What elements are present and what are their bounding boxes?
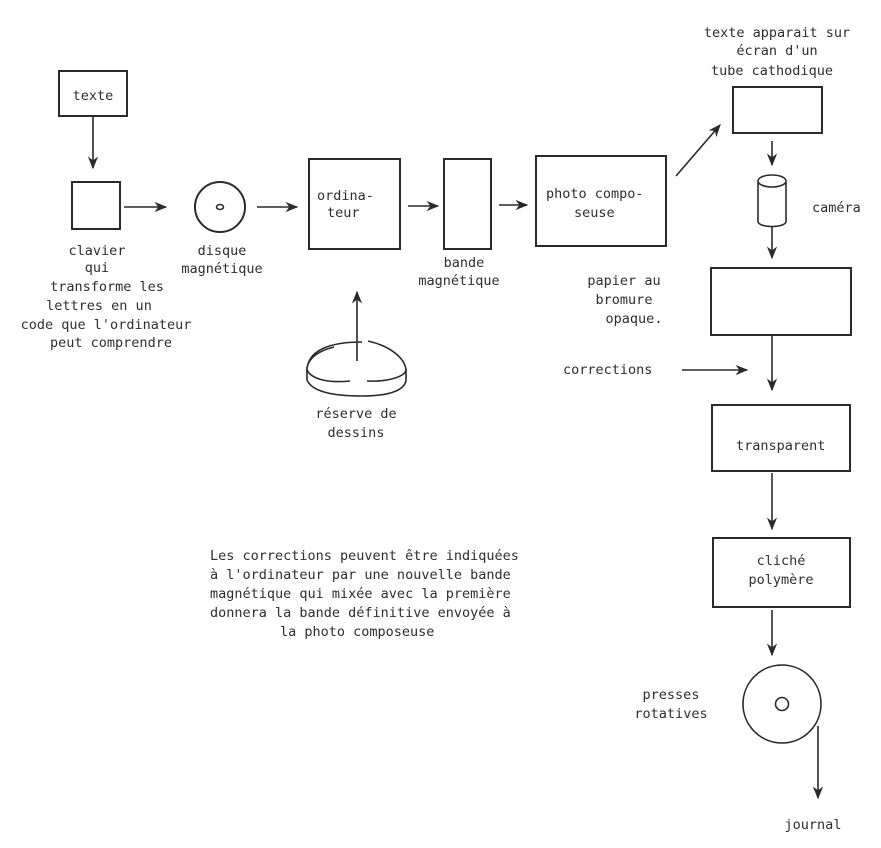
- camera-body: [757, 182, 787, 228]
- papier-caption-0: papier au: [587, 273, 660, 289]
- presses-caption-0: presses: [643, 687, 700, 703]
- node-ordinateur: ordina- teur: [308, 158, 401, 250]
- node-reserve: réserve de dessins: [306, 340, 407, 441]
- cliche-label-1: polymère: [748, 572, 813, 588]
- node-cliche: cliché polymère: [712, 537, 851, 608]
- reserve-disk-top: [306, 340, 407, 383]
- ordinateur-box: [308, 158, 401, 250]
- node-papier: papier au bromure opaque.: [587, 267, 852, 336]
- ecran-box: [732, 86, 823, 134]
- texte-box: [58, 70, 128, 117]
- clavier-caption-0: clavier: [69, 243, 126, 259]
- node-presses: presses rotatives: [634, 664, 822, 744]
- ecran-caption-1: écran d'un: [736, 43, 817, 59]
- presses-axle: [774, 696, 790, 712]
- presses-roller-icon: [742, 664, 822, 744]
- reserve-caption-0: réserve de: [315, 406, 396, 422]
- disque-caption-0: disque: [198, 243, 247, 259]
- camera-lens: [757, 174, 787, 188]
- clavier-caption-2: transforme les: [50, 279, 164, 295]
- ordinateur-label-1: teur: [327, 205, 360, 221]
- bande-caption-1: magnétique: [418, 273, 499, 289]
- bande-box: [443, 158, 492, 250]
- note-line-3: donnera la bande définitive envoyée à: [210, 605, 511, 621]
- node-transparent: transparent: [711, 404, 851, 472]
- note-line-0: Les corrections peuvent être indiquées: [210, 548, 519, 564]
- papier-caption-2: opaque.: [606, 311, 663, 327]
- clavier-caption-4: code que l'ordinateur: [21, 317, 192, 333]
- papier-box: [710, 267, 852, 336]
- clavier-caption-3: lettres en un: [46, 298, 152, 314]
- reserve-caption-1: dessins: [328, 425, 385, 441]
- clavier-caption-1: qui: [85, 260, 109, 276]
- clavier-box: [71, 181, 121, 230]
- node-ecran: texte apparait sur écran d'un tube catho…: [704, 25, 850, 134]
- note-line-1: à l'ordinateur par une nouvelle bande: [210, 567, 511, 583]
- note-line-4: la photo composeuse: [280, 624, 434, 640]
- node-texte: texte: [58, 70, 128, 117]
- ecran-caption-0: texte apparait sur: [704, 25, 850, 41]
- arrow-photocomposeuse-ecran: [675, 124, 721, 177]
- journal-caption: journal: [785, 817, 842, 833]
- transparent-box: [711, 404, 851, 472]
- ecran-caption-2: tube cathodique: [711, 63, 833, 79]
- clavier-caption-5: peut comprendre: [50, 335, 172, 351]
- node-journal: journal: [785, 817, 842, 833]
- presses-caption-1: rotatives: [634, 706, 707, 722]
- papier-caption-1: bromure: [596, 292, 653, 308]
- camera-caption: caméra: [812, 200, 861, 216]
- cliche-box: [712, 537, 851, 608]
- texte-label: texte: [73, 88, 114, 104]
- node-camera: caméra: [757, 174, 861, 228]
- photocomposeuse-label-1: seuse: [574, 205, 615, 221]
- node-corrections: corrections: [563, 362, 652, 378]
- cliche-label-0: cliché: [757, 553, 806, 569]
- bande-caption-0: bande: [444, 255, 485, 271]
- note-line-2: magnétique qui mixée avec la première: [210, 586, 511, 602]
- node-clavier: clavier qui transforme les lettres en un…: [21, 181, 192, 351]
- disque-caption-1: magnétique: [181, 261, 262, 277]
- corrections-note: Les corrections peuvent être indiquées à…: [210, 548, 519, 640]
- photocomposeuse-box: [535, 155, 667, 247]
- node-bande: bande magnétique: [418, 158, 500, 289]
- transparent-label: transparent: [736, 438, 825, 454]
- disque-icon: [194, 181, 246, 233]
- node-disque: disque magnétique: [181, 181, 263, 277]
- ordinateur-label-0: ordina-: [317, 188, 374, 204]
- node-photocomposeuse: photo compo- seuse: [535, 155, 667, 247]
- disque-hole: [215, 203, 225, 211]
- photocomposeuse-label-0: photo compo-: [546, 186, 644, 202]
- corrections-caption: corrections: [563, 362, 652, 378]
